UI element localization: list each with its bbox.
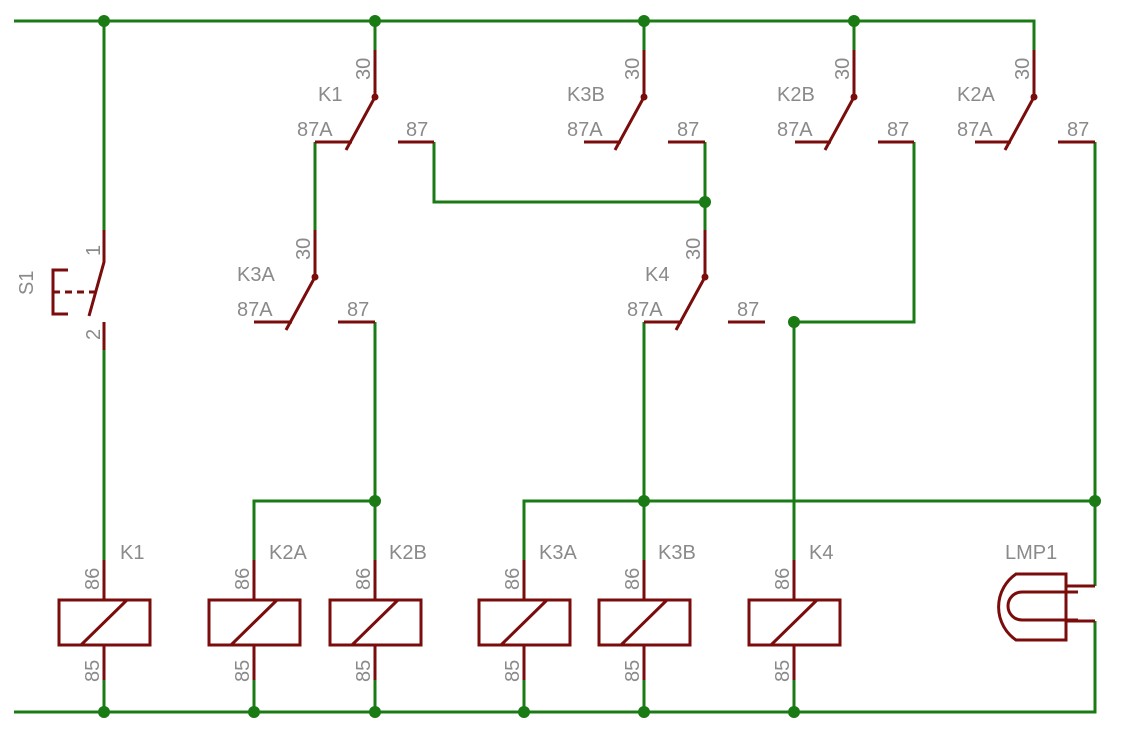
pin-label-85: 85 xyxy=(82,660,104,682)
junction-dot xyxy=(369,15,381,27)
wire-k3-coils-bus xyxy=(522,499,1095,560)
pin-label-87a: 87A xyxy=(237,299,273,321)
pin-label-30: 30 xyxy=(353,58,375,80)
pin-label-87: 87 xyxy=(737,299,759,321)
wire-k4-87-k2b xyxy=(794,142,916,324)
junction-dot xyxy=(848,15,860,27)
switch-label: K3A xyxy=(237,264,275,286)
wires xyxy=(14,19,1097,714)
relay-switch-k2b: K2B 87A 87 30 xyxy=(777,50,914,151)
pin-label-30: 30 xyxy=(293,238,315,260)
pin-label-30: 30 xyxy=(683,238,705,260)
relay-coil-k1: K1 86 85 xyxy=(57,542,152,682)
bottom-rail xyxy=(14,621,1097,714)
relay-switch-k1: K1 87A 87 30 xyxy=(297,50,434,151)
pin-label-2: 2 xyxy=(83,329,105,340)
junction-dot xyxy=(788,316,800,328)
relay-switch-k3b: K3B 87A 87 30 xyxy=(567,50,705,151)
junction-dot xyxy=(699,196,711,208)
pin-label-85: 85 xyxy=(502,660,524,682)
pin-label-87: 87 xyxy=(406,119,428,141)
pin-label-30: 30 xyxy=(832,58,854,80)
pin-label-87: 87 xyxy=(677,119,699,141)
pin-label-86: 86 xyxy=(502,568,524,590)
pin-label-87a: 87A xyxy=(627,299,663,321)
pin-label-85: 85 xyxy=(232,660,254,682)
pin-label-87: 87 xyxy=(1067,119,1089,141)
junction-dot xyxy=(518,706,530,718)
pin-label-87a: 87A xyxy=(777,119,813,141)
pin-label-87a: 87A xyxy=(567,119,603,141)
switch-label: K1 xyxy=(318,84,342,106)
pin-label-87: 87 xyxy=(347,299,369,321)
lamp-label: LMP1 xyxy=(1005,542,1057,564)
pin-label-86: 86 xyxy=(353,568,375,590)
switch-label: K2A xyxy=(957,84,995,106)
pin-label-85: 85 xyxy=(622,660,644,682)
relay-coil-k3a: K3A 86 85 xyxy=(477,542,577,682)
relay-coil-k2b: K2B 86 85 xyxy=(328,542,427,682)
pin-label-87: 87 xyxy=(887,119,909,141)
junctions xyxy=(98,15,1101,718)
relay-switch-k3a: K3A 87A 87 30 xyxy=(237,230,375,331)
junction-dot xyxy=(369,495,381,507)
junction-dot xyxy=(369,706,381,718)
junction-dot xyxy=(1089,495,1101,507)
coil-label: K3A xyxy=(539,542,577,564)
junction-dot xyxy=(638,706,650,718)
lamp-lmp1: LMP1 xyxy=(997,542,1095,642)
switch-label: K3B xyxy=(567,84,605,106)
coil-label: K4 xyxy=(809,542,833,564)
relay-coil-k3b: K3B 86 85 xyxy=(597,542,696,682)
relay-coil-k4: K4 86 85 xyxy=(747,542,842,682)
pin-label-86: 86 xyxy=(82,568,104,590)
pin-label-85: 85 xyxy=(353,660,375,682)
wire-k1-87-k4 xyxy=(432,142,705,204)
pin-label-30: 30 xyxy=(622,58,644,80)
junction-dot xyxy=(638,15,650,27)
relay-coil-k2a: K2A 86 85 xyxy=(207,542,307,682)
relay-switch-k2a: K2A 87A 87 30 xyxy=(957,50,1095,151)
pin-label-1: 1 xyxy=(83,245,105,256)
switch-label: K2B xyxy=(777,84,815,106)
junction-dot xyxy=(788,706,800,718)
junction-dot xyxy=(248,706,260,718)
junction-dot xyxy=(98,15,110,27)
pushbutton-s1: S1 1 2 xyxy=(16,230,106,350)
coil-label: K1 xyxy=(120,542,144,564)
coil-label: K2B xyxy=(389,542,427,564)
coil-label: K2A xyxy=(269,542,307,564)
pin-label-86: 86 xyxy=(772,568,794,590)
pin-label-86: 86 xyxy=(232,568,254,590)
lamp-bulb-icon xyxy=(997,572,1068,642)
switch-label: K4 xyxy=(645,264,669,286)
pushbutton-label: S1 xyxy=(16,271,38,295)
coil-label: K3B xyxy=(658,542,696,564)
pin-label-30: 30 xyxy=(1012,58,1034,80)
pin-label-87a: 87A xyxy=(957,119,993,141)
junction-dot xyxy=(638,495,650,507)
pin-label-85: 85 xyxy=(772,660,794,682)
relay-switch-k4: K4 87A 87 30 xyxy=(627,230,765,331)
junction-dot xyxy=(98,706,110,718)
top-rail xyxy=(14,19,1036,50)
pin-label-87a: 87A xyxy=(297,119,333,141)
pin-label-86: 86 xyxy=(622,568,644,590)
wire-k2-coils-bus xyxy=(252,499,375,560)
